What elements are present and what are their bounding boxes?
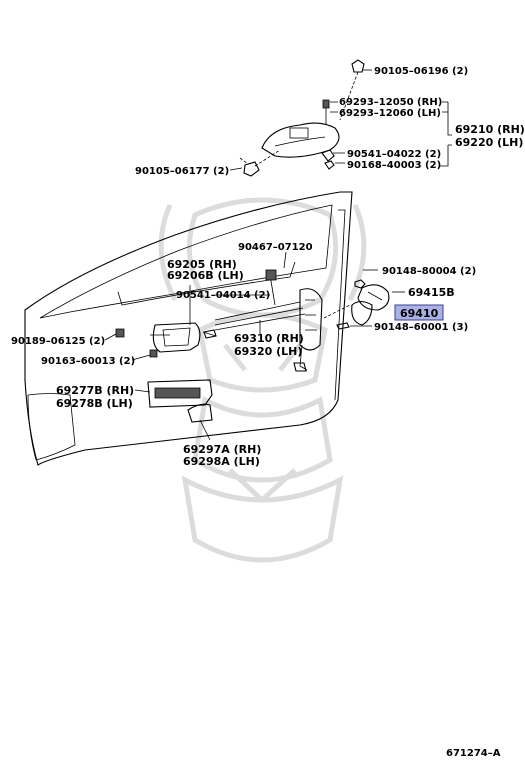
label-90189-06125: 90189–06125 (2) <box>11 336 105 347</box>
label-69310: 69310 (RH) <box>234 332 304 345</box>
label-90163-60013: 90163–60013 (2) <box>41 356 135 367</box>
label-69210: 69210 (RH) <box>455 123 525 136</box>
label-90541-04014: 90541–04014 (2) <box>176 290 270 301</box>
label-69277B: 69277B (RH) <box>56 384 134 397</box>
figure-id: 671274–A <box>446 748 501 759</box>
watermark-emblem <box>158 197 367 563</box>
door-outline <box>24 191 353 466</box>
label-69297A: 69297A (RH) <box>183 443 261 456</box>
label-69205: 69205 (RH) <box>167 258 237 271</box>
label-90148-80004: 90148–80004 (2) <box>382 266 476 277</box>
label-69206B: 69206B (LH) <box>167 269 244 282</box>
inside-bezel <box>147 379 213 423</box>
leader-lines <box>104 69 452 441</box>
highlight-box-69410 <box>394 304 444 321</box>
label-69293-12050: 69293–12050 (RH) <box>339 97 442 108</box>
label-69415B: 69415B <box>408 286 455 299</box>
label-69410: 69410 <box>400 307 439 320</box>
label-69298A: 69298A (LH) <box>183 455 260 468</box>
label-90467-07120: 90467–07120 <box>238 242 313 253</box>
part-labels: 90105–06196 (2) 69293–12050 (RH) 69293–1… <box>11 66 525 759</box>
label-69293-12060: 69293–12060 (LH) <box>339 108 441 119</box>
label-90105-06177: 90105–06177 (2) <box>135 166 229 177</box>
label-90148-60001: 90148–60001 (3) <box>374 322 468 333</box>
outside-handle <box>239 59 365 177</box>
lock-assembly <box>214 269 390 372</box>
label-69320: 69320 (LH) <box>234 345 302 358</box>
label-90541-04022: 90541–04022 (2) <box>347 149 441 160</box>
label-90105-06196: 90105–06196 (2) <box>374 66 468 77</box>
label-69278B: 69278B (LH) <box>56 397 133 410</box>
label-90168-40003: 90168–40003 (2) <box>347 160 441 171</box>
label-69220: 69220 (LH) <box>455 136 523 149</box>
